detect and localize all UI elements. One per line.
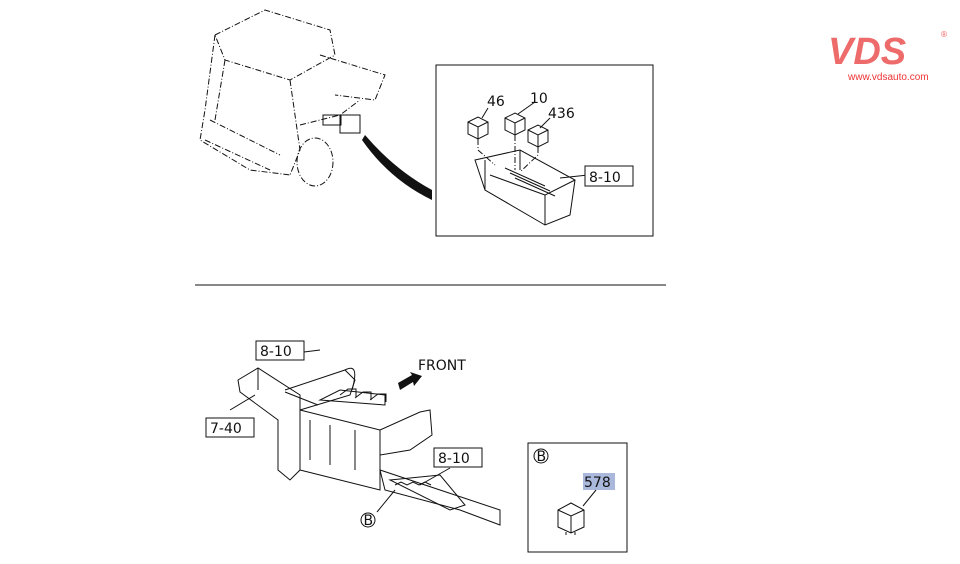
relay-block-top [474, 149, 589, 226]
leader-line [582, 489, 597, 507]
front-arrow-icon [398, 372, 422, 390]
part-578-highlight [583, 473, 615, 490]
callout-436[interactable]: 436 [548, 106, 575, 122]
callout-46[interactable]: 46 [487, 94, 505, 110]
relay-578-icon [557, 502, 585, 535]
front-label: FRONT [418, 358, 466, 374]
ref-label-top[interactable]: 8-10 [589, 170, 621, 186]
ref-box-right [433, 447, 483, 468]
vds-logo: VDS ® www.vdsauto.com [828, 30, 948, 83]
brand-url[interactable]: www.vdsauto.com [847, 72, 929, 83]
registered-mark: ® [940, 30, 948, 39]
detail-marker-circle [360, 512, 376, 528]
ref-label-left[interactable]: 7-40 [210, 421, 242, 437]
frame-illustration [229, 349, 501, 526]
ref-label-upper[interactable]: 8-10 [260, 344, 292, 360]
relays-top [467, 101, 551, 173]
detail-marker-b[interactable]: B [364, 513, 374, 529]
part-number-578[interactable]: 578 [584, 475, 611, 491]
ref-label-right[interactable]: 8-10 [438, 451, 470, 467]
ref-box-upper [255, 340, 305, 361]
ref-box-top [584, 165, 634, 187]
detail-b-marker-circle [533, 448, 549, 464]
ref-box-left [205, 417, 255, 438]
callout-10[interactable]: 10 [530, 91, 548, 107]
truck-illustration [199, 9, 432, 200]
logo-text: VDS [828, 31, 906, 73]
detail-b-marker: B [537, 449, 547, 465]
detail-b-frame [527, 442, 628, 553]
